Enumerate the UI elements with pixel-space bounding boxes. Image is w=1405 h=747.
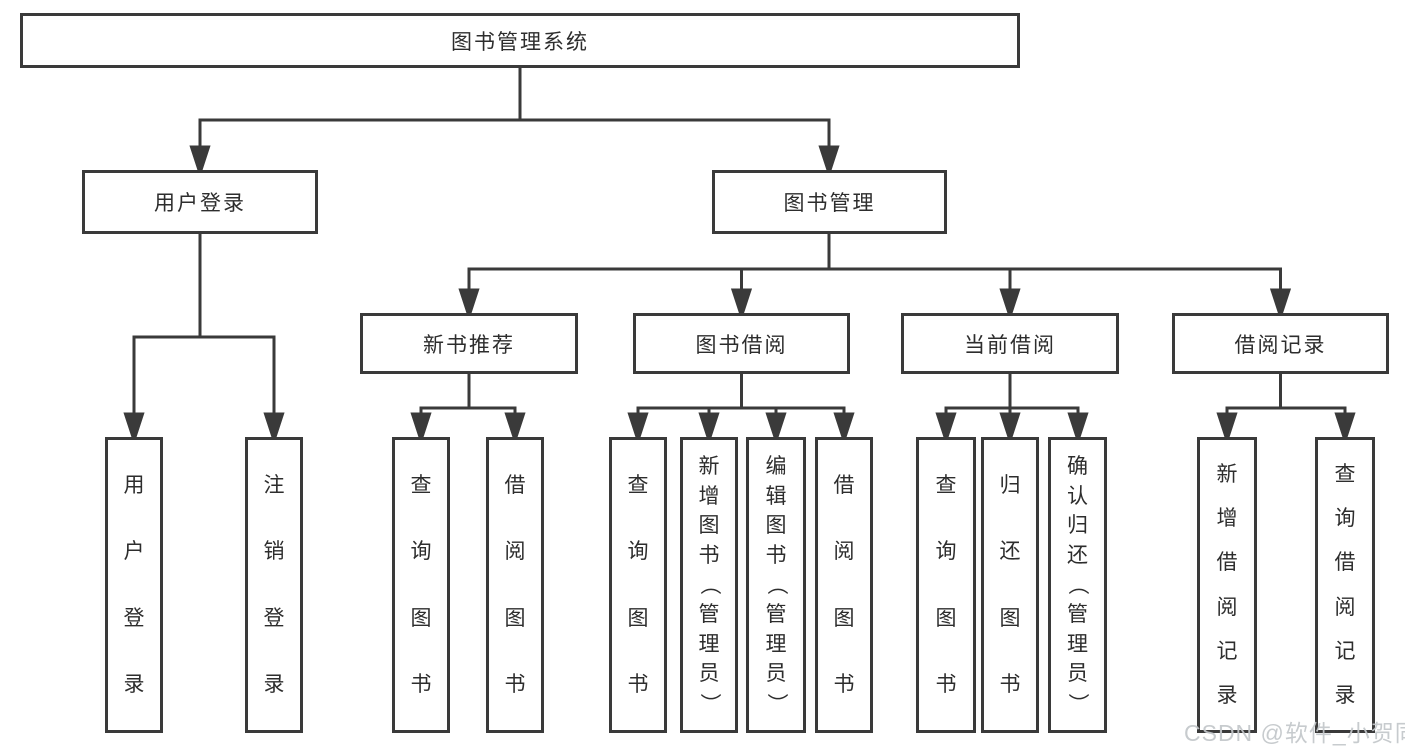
node-book-borrow: 图书借阅 bbox=[633, 313, 850, 374]
node-label: 查询借阅记录 bbox=[1334, 462, 1356, 708]
leaf-add-book-admin: 新增图书（管理员） bbox=[680, 437, 738, 733]
leaf-borrow-book-recommend: 借阅图书 bbox=[486, 437, 544, 733]
node-label: 用户登录 bbox=[154, 192, 246, 215]
node-label: 注销登录 bbox=[263, 473, 285, 697]
node-label: 当前借阅 bbox=[964, 333, 1056, 357]
node-label: 新书推荐 bbox=[423, 333, 515, 357]
node-current-borrow: 当前借阅 bbox=[901, 313, 1119, 374]
leaf-query-book-recommend: 查询图书 bbox=[392, 437, 450, 733]
node-new-book-recommend: 新书推荐 bbox=[360, 313, 578, 374]
leaf-return-book: 归还图书 bbox=[981, 437, 1039, 733]
node-label: 用户登录 bbox=[123, 473, 145, 697]
node-label: 新增图书（管理员） bbox=[697, 455, 721, 714]
leaf-query-borrow-record: 查询借阅记录 bbox=[1315, 437, 1375, 733]
node-label: 归还图书 bbox=[999, 473, 1021, 697]
leaf-borrow-book: 借阅图书 bbox=[815, 437, 873, 733]
node-label: 图书管理 bbox=[783, 192, 876, 215]
leaf-logout: 注销登录 bbox=[245, 437, 303, 733]
node-label: 借阅图书 bbox=[833, 473, 855, 697]
node-label: 图书管理系统 bbox=[451, 30, 589, 54]
node-label: 新增借阅记录 bbox=[1216, 462, 1238, 708]
leaf-edit-book-admin: 编辑图书（管理员） bbox=[746, 437, 806, 733]
leaf-query-book-current: 查询图书 bbox=[916, 437, 976, 733]
node-label: 查询图书 bbox=[410, 473, 432, 697]
leaf-user-login: 用户登录 bbox=[105, 437, 163, 733]
node-label: 查询图书 bbox=[935, 473, 957, 697]
leaf-add-borrow-record: 新增借阅记录 bbox=[1197, 437, 1257, 733]
node-label: 编辑图书（管理员） bbox=[764, 455, 788, 714]
node-label: 确认归还（管理员） bbox=[1066, 455, 1089, 714]
node-label: 借阅图书 bbox=[504, 473, 526, 697]
node-user-login: 用户登录 bbox=[82, 170, 318, 234]
node-label: 借阅记录 bbox=[1234, 333, 1327, 357]
node-label: 查询图书 bbox=[627, 473, 649, 697]
node-borrow-records: 借阅记录 bbox=[1172, 313, 1389, 374]
node-root-system: 图书管理系统 bbox=[20, 13, 1020, 68]
csdn-watermark: CSDN @软件_小贺同学 bbox=[1184, 720, 1405, 746]
leaf-confirm-return-admin: 确认归还（管理员） bbox=[1048, 437, 1107, 733]
leaf-query-book: 查询图书 bbox=[609, 437, 667, 733]
node-label: 图书借阅 bbox=[695, 333, 788, 357]
node-book-management: 图书管理 bbox=[712, 170, 947, 234]
